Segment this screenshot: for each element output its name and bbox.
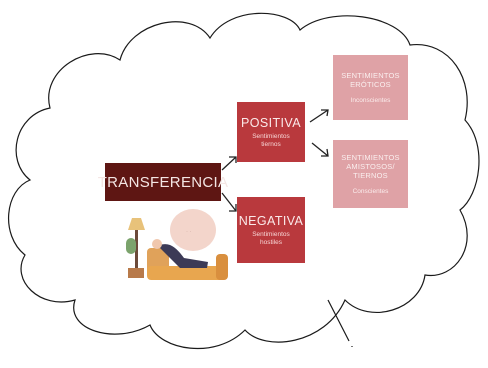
couch-seat (147, 266, 227, 280)
arrow-root-to-negative (221, 192, 237, 212)
arrow-positive-to-friendly (311, 142, 329, 157)
couch-arm (216, 254, 228, 280)
node-eroticos-subtitle: Inconscientes (350, 97, 391, 104)
node-positiva-title: POSITIVA (241, 115, 301, 130)
illustration-patient-couch: · · (126, 209, 228, 280)
cloud-outline (7, 12, 480, 350)
node-positiva-subtitle-2: tiernos (261, 140, 281, 148)
node-amistosos-title-3: TIERNOS (353, 171, 388, 180)
arrow-positive-to-erotic (309, 109, 329, 123)
svg-text:· ·: · · (186, 229, 192, 235)
cloud-tail (327, 299, 353, 347)
node-transferencia: TRANSFERENCIA (98, 163, 228, 201)
node-negativa: NEGATIVA Sentimientos hostiles (237, 197, 305, 263)
node-sentimientos-amistosos: SENTIMIENTOS AMISTOSOS/ TIERNOS Conscien… (333, 140, 408, 208)
node-negativa-title: NEGATIVA (238, 213, 304, 228)
node-amistosos-subtitle: Conscientes (352, 188, 389, 195)
plant-leaf (126, 238, 136, 254)
side-table (128, 268, 144, 278)
node-eroticos-title-1: SENTIMIENTOS (341, 71, 400, 80)
therapist-head-decoration (170, 209, 216, 251)
node-negativa-subtitle-1: Sentimientos (252, 230, 290, 238)
patient-head (152, 239, 162, 249)
node-positiva-subtitle-1: Sentimientos (252, 132, 290, 140)
lamp-pole (135, 230, 138, 278)
node-amistosos-title-2: AMISTOSOS/ (346, 162, 395, 171)
node-negativa-subtitle-2: hostiles (259, 238, 283, 246)
arrow-root-to-positive (221, 156, 237, 171)
node-sentimientos-eroticos: SENTIMIENTOS ERÓTICOS Inconscientes (333, 55, 408, 120)
node-positiva: POSITIVA Sentimientos tiernos (237, 102, 305, 162)
node-amistosos-title-1: SENTIMIENTOS (341, 153, 400, 162)
node-eroticos-title-2: ERÓTICOS (350, 80, 391, 89)
lamp-shade (128, 218, 145, 230)
node-transferencia-label: TRANSFERENCIA (97, 173, 229, 191)
patient-figure (158, 244, 208, 268)
